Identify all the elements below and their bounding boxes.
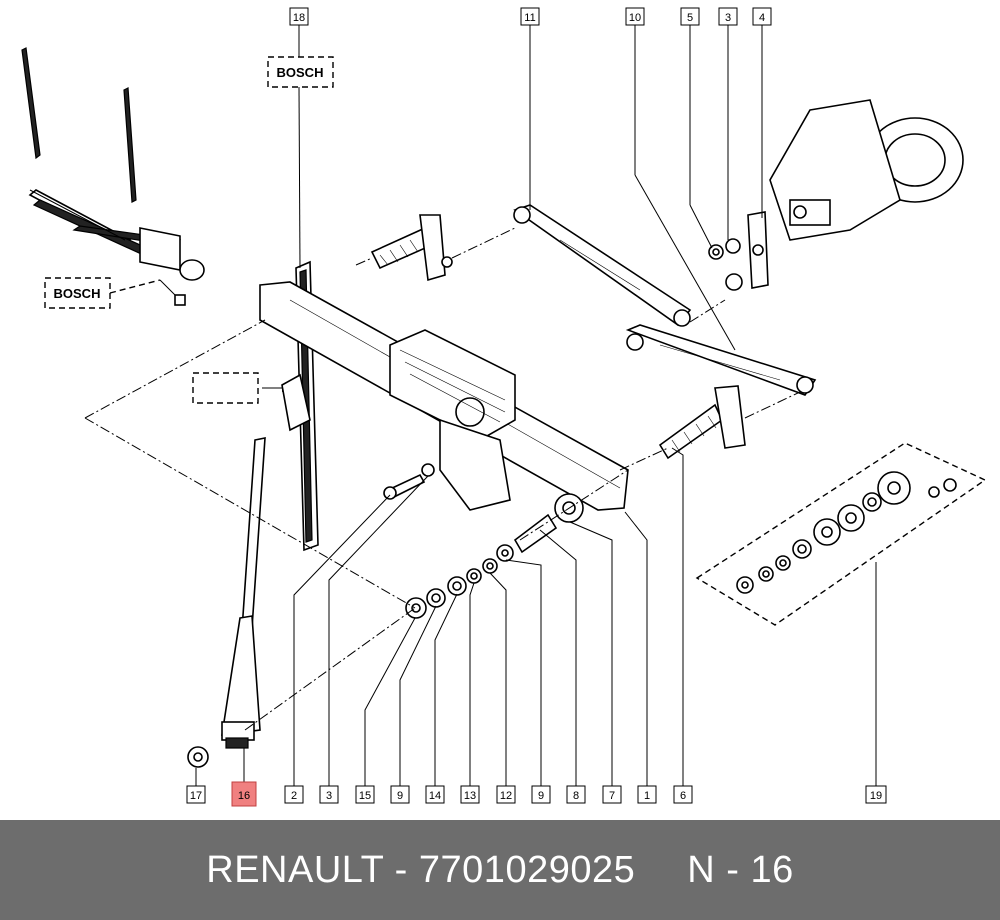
placeholder-box: [192, 372, 259, 404]
wiper-arm: [221, 437, 266, 749]
bracket-4: [747, 211, 769, 289]
wiper-motor: [769, 99, 964, 241]
callout-3: 3: [319, 785, 339, 804]
nut-17: [187, 746, 209, 768]
link-rod-11: [513, 204, 692, 327]
callout-17: 17: [186, 785, 206, 804]
manufacturer-name: RENAULT: [206, 848, 384, 891]
callout-18: 18: [289, 7, 309, 26]
leader-lines: [195, 25, 877, 786]
callout-13: 13: [460, 785, 480, 804]
svg-text:11: 11: [524, 12, 535, 24]
svg-text:8: 8: [573, 790, 579, 802]
svg-text:4: 4: [759, 12, 765, 24]
footer-caption: RENAULT - 7701029025 N - 16: [206, 849, 793, 892]
svg-text:9: 9: [397, 790, 403, 802]
nut-3-lower: [421, 463, 435, 477]
nut-3: [725, 238, 741, 254]
link-rod-10: [625, 324, 817, 396]
part-number: 7701029025: [418, 848, 636, 891]
callout-10: 10: [625, 7, 645, 26]
svg-text:12: 12: [500, 790, 512, 802]
linkage-frame: [259, 281, 629, 511]
svg-text:19: 19: [870, 790, 882, 802]
bosch-label-top: BOSCH: [267, 56, 334, 88]
callout-3-top: 3: [718, 7, 738, 26]
spindle-left: [370, 214, 453, 282]
svg-text:3: 3: [326, 790, 332, 802]
part-info-footer: RENAULT - 7701029025 N - 16: [0, 820, 1000, 920]
callout-12: 12: [496, 785, 516, 804]
svg-text:6: 6: [680, 790, 686, 802]
screw-2: [383, 473, 426, 500]
svg-text:18: 18: [293, 12, 305, 24]
svg-text:3: 3: [725, 12, 731, 24]
callout-6: 6: [673, 785, 693, 804]
svg-text:16: 16: [238, 790, 250, 802]
callout-14: 14: [425, 785, 445, 804]
callout-7: 7: [602, 785, 622, 804]
svg-text:2: 2: [291, 790, 297, 802]
callout-16-highlighted: 16: [231, 781, 257, 807]
position-label: N - 16: [687, 848, 794, 891]
bosch-text-top: BOSCH: [277, 65, 324, 80]
callout-4: 4: [752, 7, 772, 26]
repair-kit-19: [695, 442, 987, 626]
callout-9-b: 9: [531, 785, 551, 804]
callout-5: 5: [680, 7, 700, 26]
svg-text:15: 15: [359, 790, 371, 802]
callout-2: 2: [284, 785, 304, 804]
svg-text:10: 10: [629, 12, 641, 24]
svg-text:14: 14: [429, 790, 441, 802]
callout-8: 8: [566, 785, 586, 804]
spindle-right: [658, 385, 746, 460]
svg-text:1: 1: [644, 790, 650, 802]
svg-text:7: 7: [609, 790, 615, 802]
title-separator: -: [383, 848, 419, 891]
callout-15: 15: [355, 785, 375, 804]
callout-1: 1: [637, 785, 657, 804]
exploded-parts-diagram: BOSCH BOSCH: [21, 7, 987, 807]
washer-small: [725, 273, 743, 291]
bosch-label-left: BOSCH: [44, 277, 161, 309]
callout-9-a: 9: [390, 785, 410, 804]
wiper-thumbnail: [21, 47, 205, 306]
callout-11: 11: [520, 7, 540, 26]
svg-text:17: 17: [190, 790, 202, 802]
svg-text:9: 9: [538, 790, 544, 802]
svg-text:13: 13: [464, 790, 476, 802]
svg-text:5: 5: [687, 12, 693, 24]
axis-lines: [84, 227, 801, 731]
bosch-text-left: BOSCH: [54, 286, 101, 301]
nut-5: [708, 244, 724, 260]
callout-19: 19: [865, 785, 887, 804]
hardware-stack: [405, 493, 584, 619]
